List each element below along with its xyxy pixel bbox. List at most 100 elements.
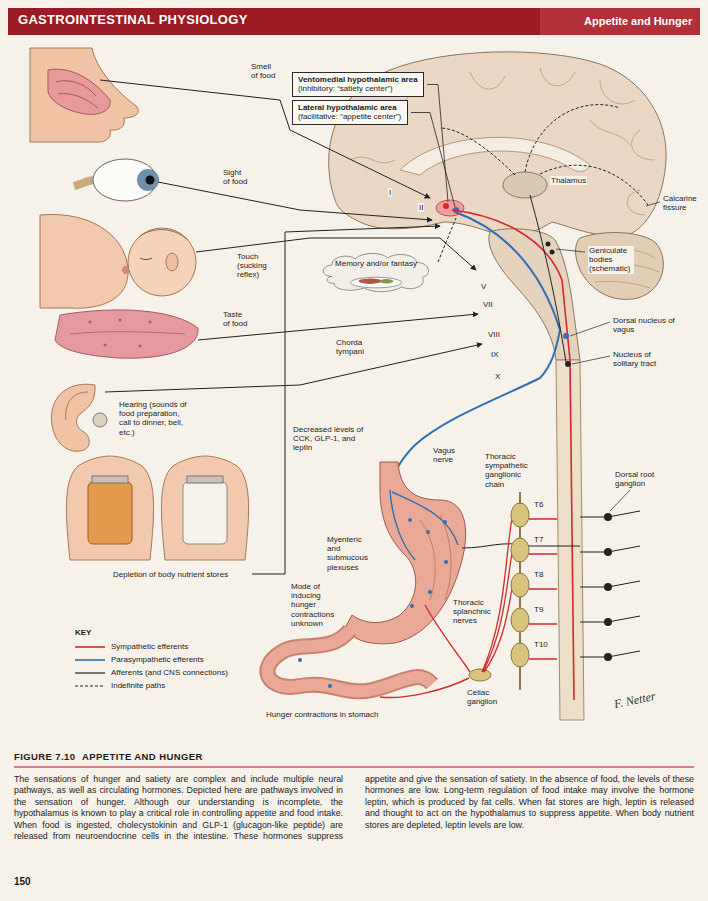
sense-label: Touch (sucking reflex) — [236, 252, 274, 280]
sympathetic-chain-part — [529, 519, 557, 659]
legend-text: Sympathetic efferents — [110, 642, 189, 651]
signature: F. Netter — [613, 690, 657, 712]
cns-pathways-part — [440, 105, 648, 205]
caption-rule — [14, 767, 694, 768]
cns-pathways-part — [452, 210, 574, 700]
mother-baby-drawing-part — [140, 230, 188, 240]
gut-nerves-part — [408, 518, 412, 522]
section-title: Appetite and Hunger — [584, 15, 692, 28]
tongue-drawing-part — [104, 344, 107, 347]
sensory-afferent-lines-part — [100, 80, 430, 198]
cranial-nerve-number: X — [494, 372, 501, 381]
sense-label: Taste of food — [222, 310, 250, 328]
area-note: (facilitative: “appetite center”) — [298, 112, 401, 121]
segment-label: T8 — [533, 570, 544, 579]
tongue-drawing-part — [119, 319, 122, 322]
gut-nerves-part — [443, 520, 447, 524]
figure-caption: The sensations of hunger and satiety are… — [14, 774, 694, 843]
nose-drawing-part — [56, 81, 98, 108]
sympathetic-chain-part — [511, 608, 529, 632]
structure-label: Thalamus — [550, 176, 587, 185]
nerve-label: Thoracic splanchnic nerves — [452, 598, 496, 626]
area-note: (inhibitory: “satiety center”) — [298, 84, 393, 93]
sympathetic-chain-part — [482, 518, 512, 672]
mother-baby-drawing — [40, 214, 196, 308]
brain-drawing — [329, 52, 666, 720]
figure-title: APPETITE AND HUNGER — [82, 752, 203, 763]
stomach-drawing-part — [267, 630, 432, 691]
stomach-drawing — [267, 462, 465, 691]
food-plate — [379, 279, 393, 283]
sympathetic-chain-part — [604, 513, 612, 521]
leader-line — [427, 85, 448, 203]
nose-drawing-part — [30, 48, 138, 142]
cranial-nerve-number: VII — [482, 300, 494, 309]
gut-nerves — [298, 490, 580, 698]
memory-cloud: Memory and/or fantasy — [318, 250, 434, 294]
tongue-drawing-part — [149, 321, 152, 324]
sympathetic-chain-part — [511, 538, 529, 562]
sense-label: Smell of food — [250, 62, 278, 80]
sense-label: Sight of food — [222, 168, 250, 186]
eye-drawing-part — [137, 169, 159, 191]
eye-drawing — [74, 159, 159, 201]
area-heading: Lateral hypothalamic area — [298, 103, 397, 112]
sympathetic-chain-part — [604, 548, 612, 556]
nose-drawing-part — [48, 69, 110, 114]
torso-drawing-part — [161, 456, 248, 560]
figure-number: FIGURE 7.10 — [14, 752, 75, 763]
structure-label: Celiac ganglion — [466, 688, 504, 706]
brain-drawing-part — [503, 172, 547, 198]
segment-label: T10 — [533, 640, 549, 649]
gut-nerves-part — [410, 604, 414, 608]
gut-nerves-part — [444, 560, 448, 564]
structure-label: Geniculate bodies (schematic) — [588, 246, 634, 274]
sympathetic-chain-part — [604, 583, 612, 591]
cranial-nerve-number: I — [388, 188, 392, 197]
sympathetic-chain-part — [604, 653, 612, 661]
cloud-outline — [318, 250, 434, 294]
legend-samples-part — [75, 659, 105, 661]
ear-drawing-part — [93, 413, 107, 427]
gut-nerves-part — [469, 669, 491, 681]
sensory-afferent-lines-part — [438, 218, 456, 262]
gut-nerves-part — [390, 490, 458, 560]
cns-pathways-part — [530, 195, 566, 362]
gut-nerves-part — [428, 590, 432, 594]
legend-text: Indefinite paths — [110, 681, 166, 690]
page-title: GASTROINTESTINAL PHYSIOLOGY — [18, 13, 248, 28]
torso-drawing-part — [66, 456, 153, 560]
structure-label: Dorsal root ganglion — [614, 470, 664, 488]
gut-nerves-part — [426, 530, 430, 534]
gut-nerves-part — [328, 684, 332, 688]
cloud-outline — [323, 253, 428, 291]
legend-samples — [75, 647, 105, 686]
ear-drawing — [51, 384, 107, 451]
stomach-drawing-part — [267, 630, 432, 691]
sympathetic-chain-part — [580, 511, 640, 657]
header-bar-part — [8, 8, 700, 35]
mother-baby-drawing-part — [140, 258, 152, 260]
leader-line — [411, 113, 455, 208]
tongue-drawing-part — [70, 332, 185, 334]
hypothalamic-area-box: Ventomedial hypothalamic area(inhibitory… — [292, 72, 424, 97]
segment-label: T6 — [533, 500, 544, 509]
food-plate — [359, 279, 382, 284]
page-number: 150 — [14, 876, 31, 888]
cranial-nerve-number: II — [418, 203, 424, 212]
legend-samples-part — [75, 646, 105, 648]
caption-rule-part — [14, 766, 694, 767]
area-heading: Ventomedial hypothalamic area — [298, 75, 418, 84]
stomach-drawing-part — [420, 515, 451, 600]
body-label: Depletion of body nutrient stores — [112, 570, 229, 579]
sympathetic-chain-part — [511, 643, 529, 667]
header-bar — [8, 8, 700, 35]
legend-heading: KEY — [75, 628, 91, 637]
nerve-label: Vagus nerve — [432, 446, 464, 464]
legend-text: Afferents (and CNS connections) — [110, 668, 229, 677]
cranial-nerve-number: VIII — [487, 330, 501, 339]
sensory-afferent-lines-part — [105, 344, 482, 392]
brain-drawing-part — [489, 229, 580, 360]
cranial-nerve-number: IX — [490, 350, 500, 359]
